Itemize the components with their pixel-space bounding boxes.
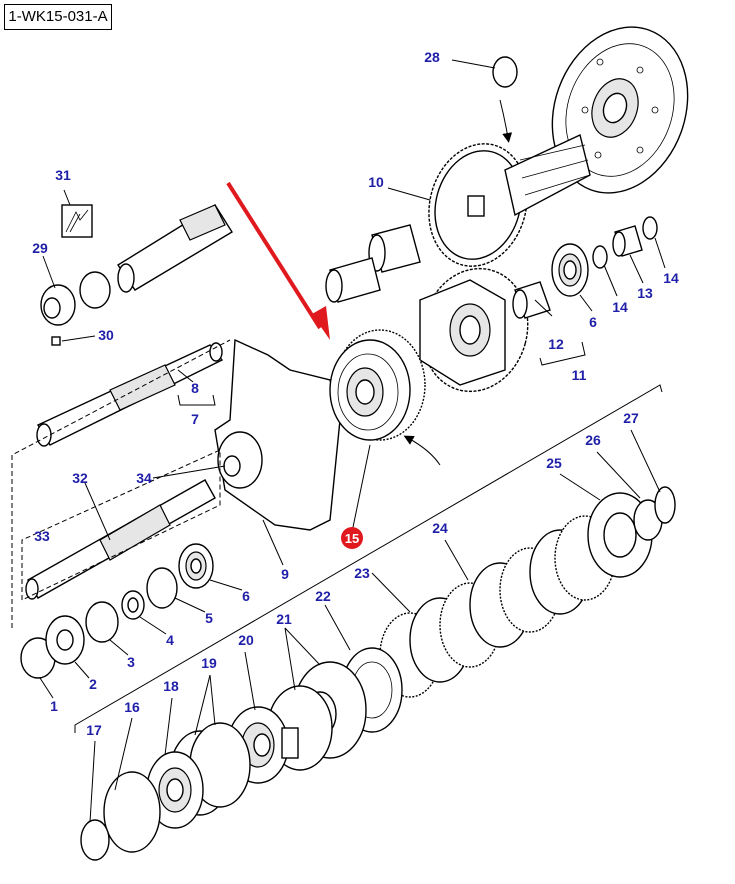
collar-part-13 xyxy=(612,225,643,257)
washer-part-4 xyxy=(121,590,145,620)
callout-24: 24 xyxy=(432,520,448,536)
housing-plate-part-9 xyxy=(214,338,341,531)
gear-part-10 xyxy=(428,134,591,267)
large-disc-part xyxy=(551,26,689,194)
callout-29: 29 xyxy=(32,240,48,256)
callout-14-a: 14 xyxy=(612,299,628,315)
callout-labels: 28 10 31 29 30 8 7 34 32 33 9 6 5 4 3 2 … xyxy=(32,49,679,738)
circlip-part-27 xyxy=(654,486,676,524)
callout-10: 10 xyxy=(368,174,384,190)
clutch-drum-part-15 xyxy=(329,329,426,441)
callout-12: 12 xyxy=(548,336,564,352)
bushing-part-12 xyxy=(512,281,551,319)
o-ring-part-5 xyxy=(146,567,178,609)
group-line-left-shafts xyxy=(11,339,231,628)
assembly-arrow-upper xyxy=(499,99,513,143)
circlip-part-16 xyxy=(103,771,161,853)
shaft-part-7 xyxy=(36,342,224,447)
callout-6-lower: 6 xyxy=(242,588,250,604)
callout-9: 9 xyxy=(281,566,289,582)
callout-23: 23 xyxy=(354,565,370,581)
diagram-reference-code: 1-WK15-031-A xyxy=(4,4,112,30)
o-ring-part-17 xyxy=(80,819,110,861)
callout-22: 22 xyxy=(315,588,331,604)
sleeve-part-29 xyxy=(40,271,111,326)
spline-sleeve-part xyxy=(325,224,421,303)
callout-11: 11 xyxy=(572,367,587,383)
callout-14-b: 14 xyxy=(663,270,679,286)
highlight-arrowhead xyxy=(312,306,330,340)
callout-3: 3 xyxy=(127,654,135,670)
circlip-part-28 xyxy=(492,56,518,88)
bearing-part-6-lower xyxy=(178,543,214,589)
callout-20: 20 xyxy=(238,632,254,648)
ring-part-14-b xyxy=(642,216,658,240)
callout-33: 33 xyxy=(34,528,50,544)
clutch-housing-part-11 xyxy=(419,267,529,393)
group-line-lower-assembly xyxy=(74,384,663,733)
highlight-badge-15: 15 xyxy=(341,527,363,549)
callout-32: 32 xyxy=(72,470,88,486)
highlight-badge-label: 15 xyxy=(345,531,359,546)
callout-18: 18 xyxy=(163,678,179,694)
callout-7: 7 xyxy=(191,411,199,427)
seal-icon-part-31 xyxy=(61,204,93,238)
callout-34: 34 xyxy=(136,470,152,486)
bearing-part-6-upper xyxy=(551,243,589,297)
group-line-7-8 xyxy=(177,394,216,406)
clutch-plate-stack-24 xyxy=(379,515,616,698)
callout-8: 8 xyxy=(191,380,199,396)
callout-26: 26 xyxy=(585,432,601,448)
callout-27: 27 xyxy=(623,410,639,426)
assembly-arrow-lower xyxy=(403,435,441,466)
callout-30: 30 xyxy=(98,327,114,343)
highlight-arrow xyxy=(226,181,322,330)
callout-13: 13 xyxy=(637,285,653,301)
flange-part-2 xyxy=(45,615,85,665)
callout-31: 31 xyxy=(55,167,71,183)
callout-1: 1 xyxy=(50,698,58,714)
callout-6-upper: 6 xyxy=(589,314,597,330)
shaft-part-upper xyxy=(117,204,233,293)
group-line-shaft-32 xyxy=(21,449,221,601)
group-line-11-12 xyxy=(539,341,586,366)
leader-lines xyxy=(39,59,666,823)
callout-25: 25 xyxy=(546,455,562,471)
bearing-part-18 xyxy=(146,751,204,829)
screw-part-30 xyxy=(51,336,61,346)
o-ring-part-3 xyxy=(85,601,119,643)
ring-part-14-a xyxy=(592,245,608,269)
callout-28: 28 xyxy=(424,49,440,65)
callout-17: 17 xyxy=(86,722,102,738)
callout-21: 21 xyxy=(276,611,292,627)
callout-4: 4 xyxy=(166,632,174,648)
callout-2: 2 xyxy=(89,676,97,692)
callout-5: 5 xyxy=(205,610,213,626)
callout-16: 16 xyxy=(124,699,140,715)
spring-washers-part-21 xyxy=(267,661,367,771)
callout-19: 19 xyxy=(201,655,217,671)
